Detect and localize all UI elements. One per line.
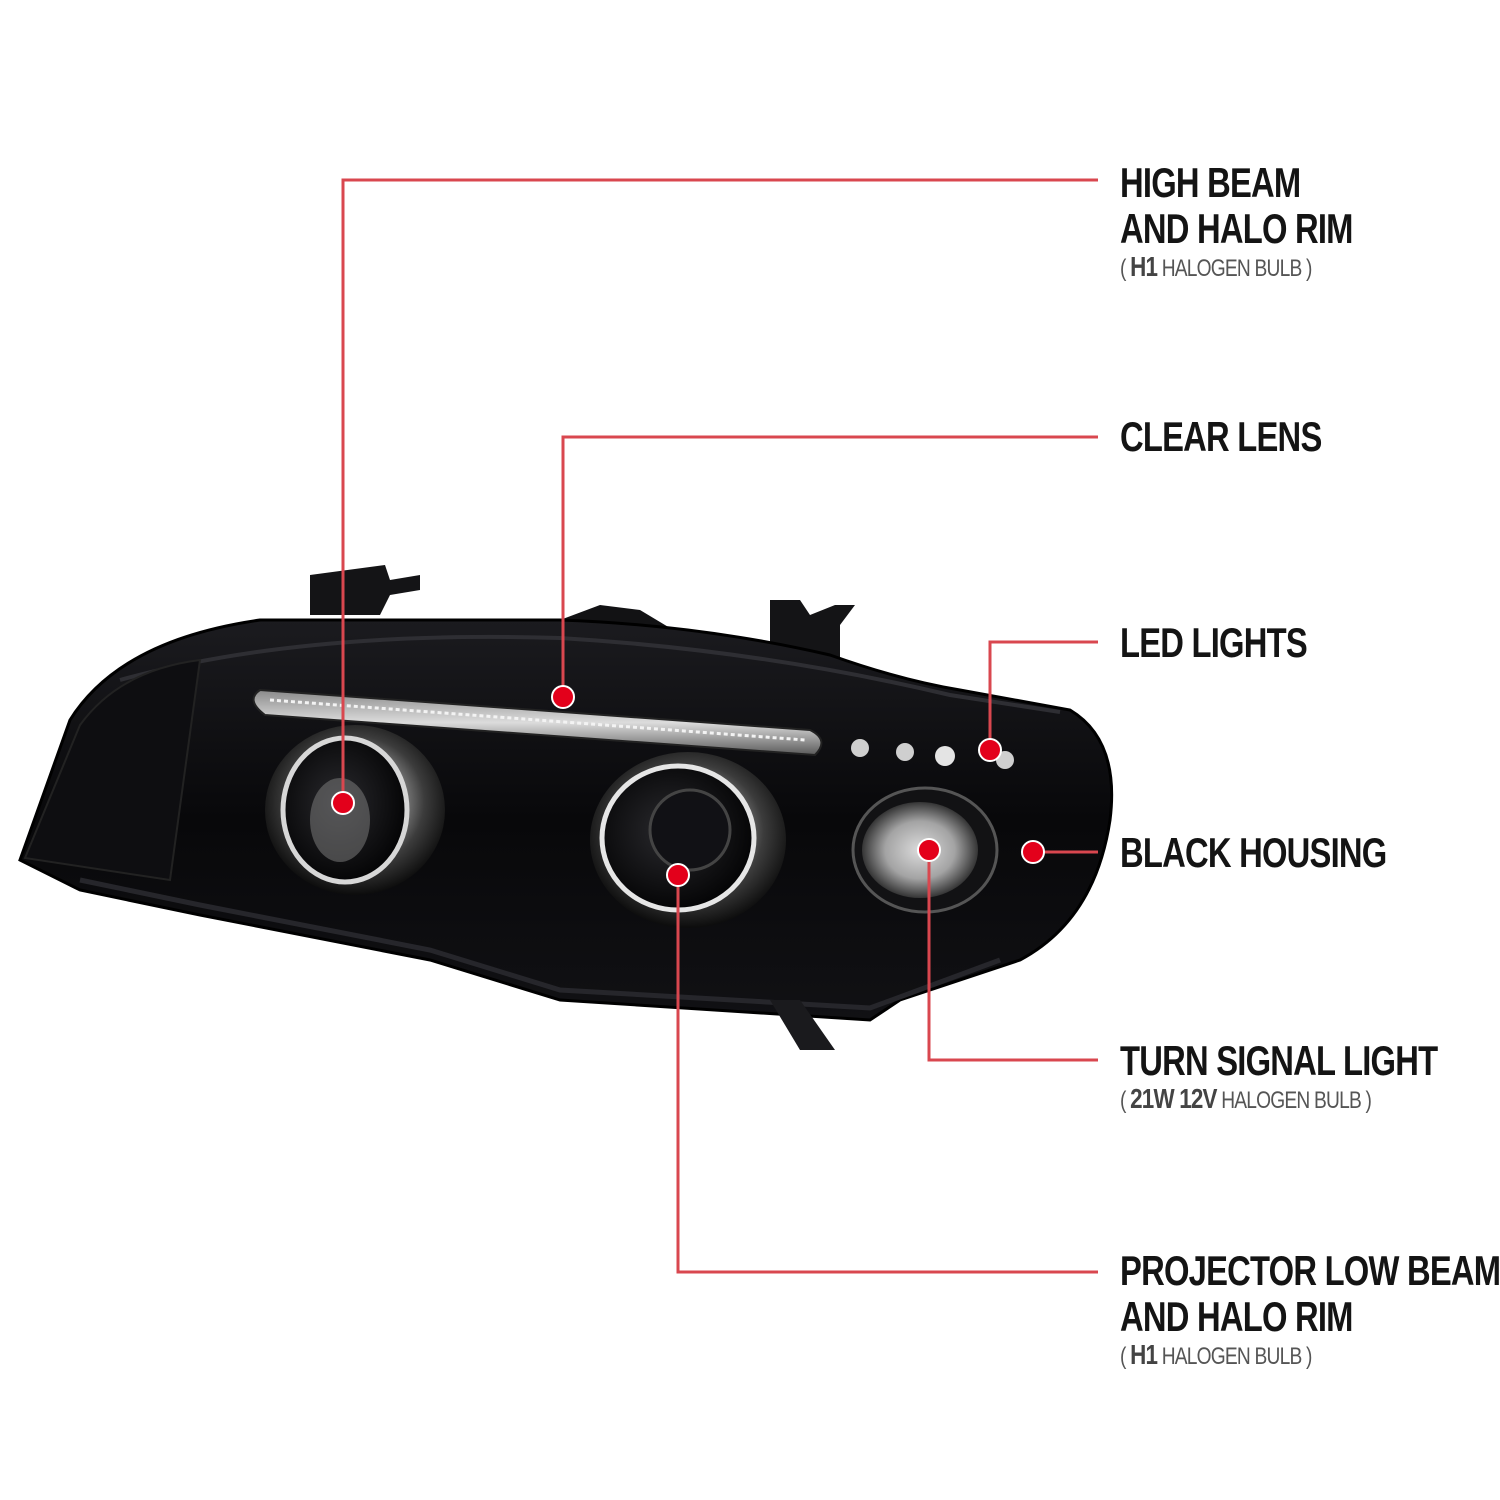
note-rest: HALOGEN BULB ) [1216, 1087, 1372, 1114]
marker-black-housing [1021, 840, 1045, 864]
low-beam-projector [590, 752, 786, 928]
note-open: ( [1120, 1087, 1131, 1114]
housing-top-edge [119, 634, 1061, 714]
leader-projector-low-beam [676, 875, 1098, 1274]
outer-lens-face [23, 658, 202, 882]
note-bulb-type: H1 [1130, 251, 1158, 282]
label-led-lights: LED LIGHTS [1120, 620, 1360, 666]
note-open: ( [1120, 1343, 1131, 1370]
marker-led-lights [978, 738, 1002, 762]
led-strip [252, 688, 823, 757]
note-bulb-type: H1 [1130, 1339, 1158, 1370]
leader-turn-signal [927, 850, 1098, 1062]
label-high-beam-line1: HIGH BEAM [1120, 159, 1301, 206]
label-turn-signal-line1: TURN SIGNAL LIGHT [1120, 1037, 1438, 1084]
led-strip-inner [269, 698, 806, 742]
label-black-housing: BLACK HOUSING [1120, 830, 1462, 876]
label-clear-lens: CLEAR LENS [1120, 414, 1378, 460]
note-rest: HALOGEN BULB ) [1157, 1343, 1313, 1370]
callout-markers [331, 685, 1045, 887]
marker-high-beam [331, 791, 355, 815]
note-bulb-type: 21W 12V [1130, 1083, 1217, 1114]
led-dots [851, 739, 1014, 769]
bottom-bracket [770, 1000, 835, 1050]
marker-clear-lens [551, 685, 575, 709]
leader-high-beam [341, 178, 1098, 803]
note-rest: HALOGEN BULB ) [1157, 255, 1313, 282]
label-led-lights-line1: LED LIGHTS [1120, 619, 1308, 666]
leader-led-lights [988, 640, 1098, 748]
note-open: ( [1120, 255, 1131, 282]
housing-body [18, 618, 1114, 1022]
label-black-housing-line1: BLACK HOUSING [1120, 829, 1387, 876]
mount-tab-right [770, 600, 855, 660]
marker-projector-low-beam [666, 863, 690, 887]
label-high-beam-note: ( H1 HALOGEN BULB ) [1120, 252, 1359, 284]
marker-turn-signal [917, 838, 941, 862]
label-projector-low-beam-note: ( H1 HALOGEN BULB ) [1120, 1340, 1500, 1372]
label-turn-signal-note: ( 21W 12V HALOGEN BULB ) [1120, 1084, 1446, 1116]
label-projector-low-beam: PROJECTOR LOW BEAM AND HALO RIM ( H1 HAL… [1120, 1248, 1500, 1372]
label-projector-low-beam-line1: PROJECTOR LOW BEAM [1120, 1247, 1500, 1294]
label-turn-signal: TURN SIGNAL LIGHT ( 21W 12V HALOGEN BULB… [1120, 1038, 1500, 1116]
label-high-beam: HIGH BEAM AND HALO RIM ( H1 HALOGEN BULB… [1120, 160, 1418, 284]
headlight-housing [18, 565, 1114, 1050]
housing-lower-trim [79, 877, 1001, 1011]
leader-clear-lens [561, 435, 1098, 697]
label-clear-lens-line1: CLEAR LENS [1120, 413, 1322, 460]
mount-tab-left [310, 565, 420, 615]
label-projector-low-beam-line2: AND HALO RIM [1120, 1293, 1353, 1340]
label-high-beam-line2: AND HALO RIM [1120, 205, 1353, 252]
leader-lines [341, 178, 1098, 1274]
high-beam-projector [265, 725, 445, 895]
